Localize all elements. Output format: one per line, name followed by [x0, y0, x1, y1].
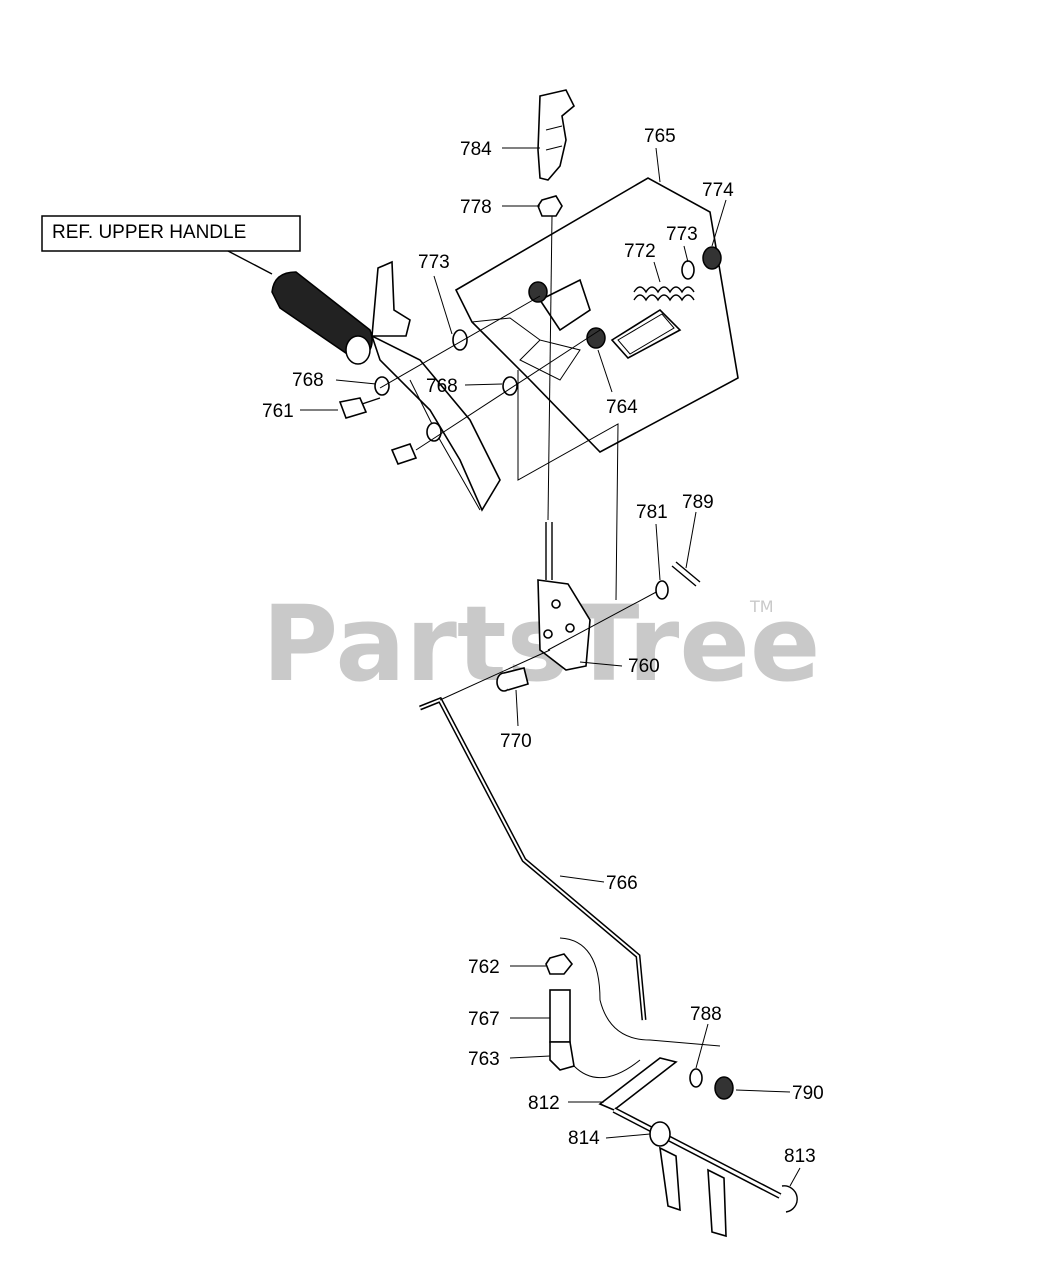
spring-772 [633, 286, 695, 302]
callout-761: 761 [262, 401, 294, 422]
nut-790 [714, 1076, 734, 1100]
clip-813 [781, 1185, 798, 1213]
pin-789 [671, 561, 701, 587]
ref-upper-handle-label: REF. UPPER HANDLE [52, 222, 246, 243]
callout-768-left: 768 [292, 370, 324, 391]
callout-789: 789 [682, 492, 714, 513]
callout-812: 812 [528, 1093, 560, 1114]
callout-766: 766 [606, 873, 638, 894]
nut-762 [545, 953, 574, 975]
callout-772: 772 [624, 241, 656, 262]
washer-781 [655, 580, 669, 600]
callout-781: 781 [636, 502, 668, 523]
bracket-760 [537, 522, 591, 671]
shift-shaft-812 [598, 1057, 782, 1199]
tube-767 [549, 989, 571, 1043]
callout-813: 813 [784, 1146, 816, 1167]
callout-760: 760 [628, 656, 660, 677]
link-763 [549, 1041, 575, 1071]
bolt-770 [496, 667, 529, 692]
watermark-trademark: TM [749, 597, 774, 616]
callout-788: 788 [690, 1004, 722, 1025]
nut-774 [702, 246, 722, 270]
washer-773-right [681, 260, 695, 280]
callout-773-right: 773 [666, 224, 698, 245]
washer-773-left [452, 329, 468, 351]
callout-790: 790 [792, 1083, 824, 1104]
upper-handle-grip [271, 260, 501, 512]
nut-778 [537, 195, 563, 217]
shift-forks [659, 1146, 727, 1238]
callout-770: 770 [500, 731, 532, 752]
control-panel-765 [454, 177, 739, 453]
callout-778: 778 [460, 197, 492, 218]
callout-765: 765 [644, 126, 676, 147]
callout-labels: 784 765 778 774 773 772 773 768 768 764 … [262, 126, 824, 1167]
collar-814 [649, 1121, 671, 1147]
callout-784: 784 [460, 139, 492, 160]
callout-763: 763 [468, 1049, 500, 1070]
bushing-764 [586, 327, 606, 349]
washer-768-left [374, 376, 390, 396]
rod-766 [419, 696, 647, 1021]
callout-774: 774 [702, 180, 734, 201]
knob-784 [537, 89, 575, 181]
callout-773-left: 773 [418, 252, 450, 273]
bolt-lower-left [390, 422, 442, 465]
callout-762: 762 [468, 957, 500, 978]
ref-upper-handle-box: REF. UPPER HANDLE [41, 215, 301, 275]
leader-lines [300, 147, 801, 1187]
callout-768-right: 768 [426, 376, 458, 397]
bushing-top [528, 281, 548, 303]
washer-788 [689, 1068, 703, 1088]
callout-814: 814 [568, 1128, 600, 1149]
bolt-761 [338, 397, 381, 419]
callout-764: 764 [606, 397, 638, 418]
callout-767: 767 [468, 1009, 500, 1030]
